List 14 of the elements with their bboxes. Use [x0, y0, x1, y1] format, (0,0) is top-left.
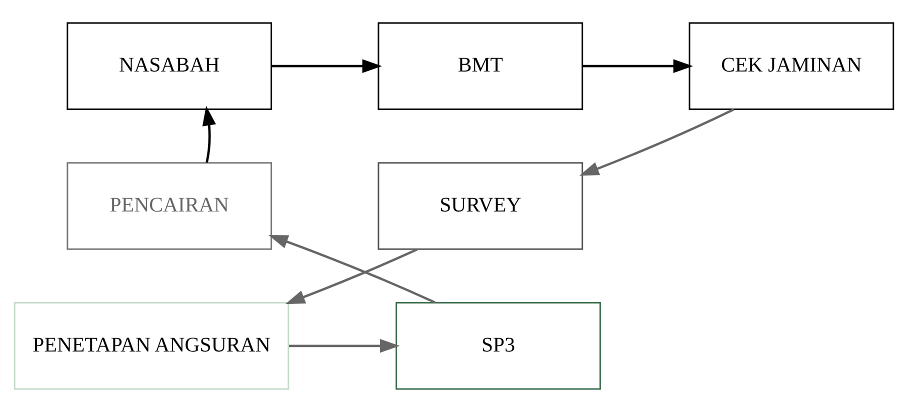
node-box: PENETAPAN ANGSURAN: [14, 302, 290, 390]
arrow: [289, 339, 400, 353]
node-box: SP3: [396, 302, 601, 390]
arrow: [271, 59, 382, 73]
arrow: [579, 108, 734, 176]
node-box: CEK JAMINAN: [688, 22, 894, 110]
node-box: PENCAIRAN: [66, 162, 272, 250]
arrow: [285, 248, 418, 304]
node-box: NASABAH: [66, 22, 272, 110]
arrow: [202, 106, 216, 163]
node-box: SURVEY: [378, 162, 584, 250]
node-box: BMT: [378, 22, 584, 110]
arrow: [582, 59, 693, 73]
arrow: [268, 234, 436, 304]
